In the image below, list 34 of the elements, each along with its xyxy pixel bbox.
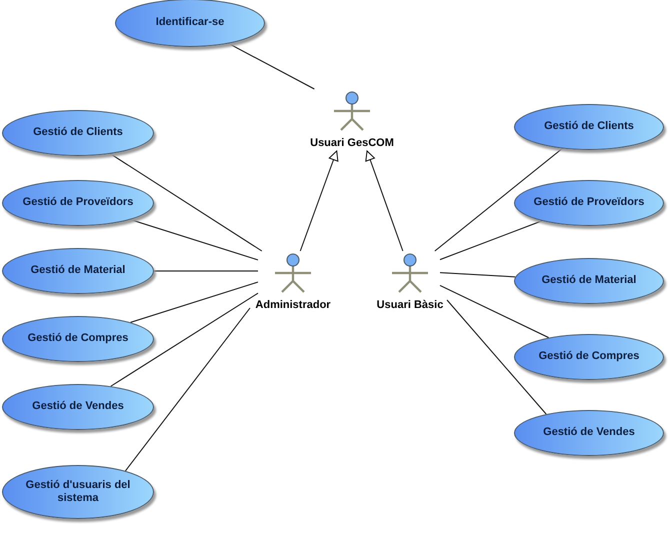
association-line bbox=[110, 153, 262, 252]
use-case-label: Gestió de Clients bbox=[543, 120, 635, 134]
generalization-arrow bbox=[365, 150, 404, 252]
association-line bbox=[154, 270, 258, 272]
use-case-label: Identificar-se bbox=[154, 16, 226, 30]
association-line bbox=[440, 284, 550, 338]
association-line bbox=[440, 272, 516, 278]
association-line bbox=[130, 219, 258, 260]
actor-name: Usuari GesCOM bbox=[309, 137, 395, 149]
association-line bbox=[130, 282, 258, 323]
use-case-ellipse bbox=[2, 384, 154, 430]
use-case-label: Gestió d'usuaris del sistema bbox=[24, 478, 132, 506]
use-case-ellipse bbox=[514, 334, 664, 380]
actor-name: Administrador bbox=[254, 299, 332, 311]
use-case-label: Gestió de Compres bbox=[26, 332, 130, 346]
association-line bbox=[124, 308, 250, 472]
use-case-ellipse bbox=[514, 180, 664, 226]
use-case-label: Gestió de Compres bbox=[538, 350, 640, 364]
association-line bbox=[446, 300, 547, 415]
use-case-ellipse bbox=[2, 180, 154, 226]
use-case-label: Gestió de Material bbox=[540, 274, 638, 288]
use-case-label: Gestió de Proveïdors bbox=[22, 196, 134, 210]
use-case-ellipse bbox=[2, 316, 154, 362]
association-line bbox=[110, 292, 258, 387]
association-line bbox=[440, 220, 542, 260]
actor-name: Usuari Bàsic bbox=[376, 299, 444, 311]
generalization-arrow bbox=[300, 150, 338, 252]
association-line bbox=[228, 43, 315, 90]
use-case-label: Gestió de Material bbox=[30, 264, 126, 278]
use-case-label: Gestió de Vendes bbox=[542, 426, 636, 440]
association-line bbox=[434, 148, 563, 252]
use-case-label: Gestió de Clients bbox=[32, 126, 124, 140]
use-case-label: Gestió de Vendes bbox=[31, 400, 125, 414]
use-case-label: Gestió de Proveïdors bbox=[532, 196, 646, 210]
